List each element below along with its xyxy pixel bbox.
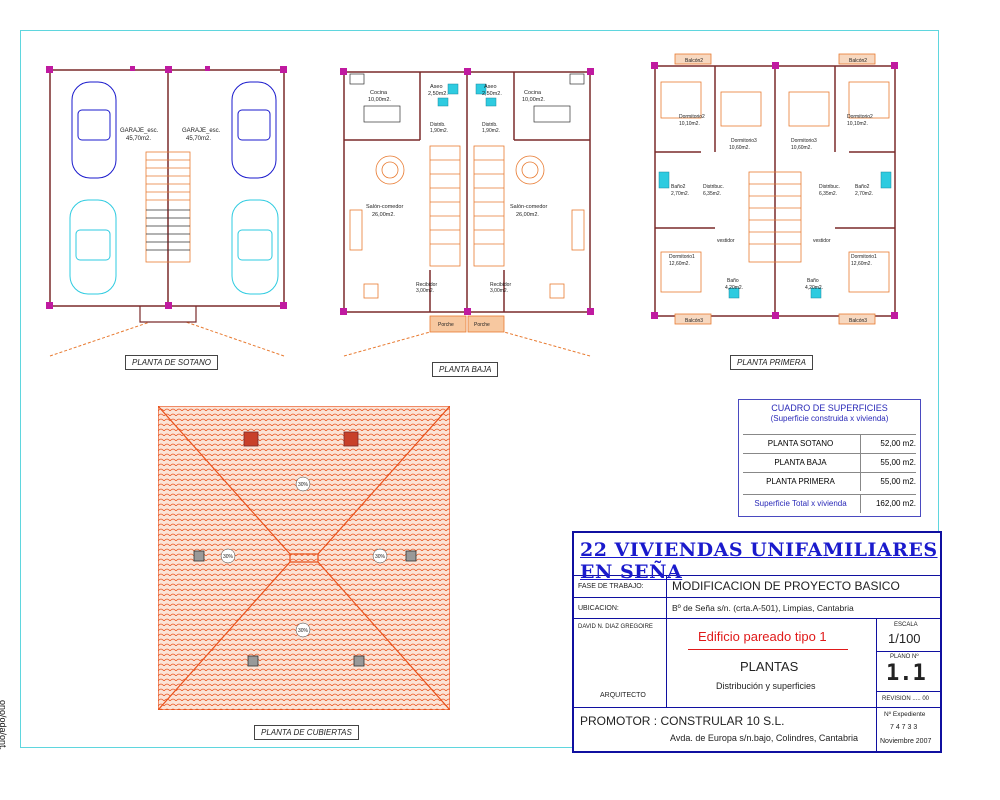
architect-label: ARQUITECTO [600,692,646,699]
ground-floor-plan: Cocina 10,00m2. Aseo 2,50m2. Aseo 2,50m2… [340,68,594,357]
svg-text:2,50m2.: 2,50m2. [482,91,502,97]
basement-plan: GARAJE_esc. 45,70m2. GARAJE_esc. 45,70m2… [46,66,287,357]
svg-text:26,00m2.: 26,00m2. [516,212,539,218]
side-text: ono/oda/ont. [0,699,9,751]
ground-porche-l: Porche [438,322,454,328]
sheet-info-row: DAVID N. DIAZ GREGOIRE ARQUITECTO Edific… [574,619,940,708]
ground-salon-l: Salón-comedor [366,204,403,210]
ground-salon-r: Salón-comedor [510,204,547,210]
promotor-row: PROMOTOR : CONSTRULAR 10 S.L. Avda. de E… [574,708,940,751]
ground-cocina-l: Cocina [370,90,388,96]
roof-plan: 30% 30% 30% 30% [158,406,450,710]
title-block: 22 VIVIENDAS UNIFAMILIARES EN SEÑA FASE … [572,531,942,753]
ubicacion-value: Bº de Seña s/n. (crta.A-501), Limpias, C… [672,603,854,613]
sheet-subtitle: Distribución y superficies [716,681,816,691]
svg-text:10,00m2.: 10,00m2. [522,97,545,103]
first-dist-r: Distribuc. [819,184,840,190]
surface-table: CUADRO DE SUPERFICIES (Superficie constr… [738,399,921,517]
svg-text:3,00m2.: 3,00m2. [490,288,508,294]
ground-distrib-l: Distrib. [430,122,446,128]
promotor: PROMOTOR : CONSTRULAR 10 S.L. [580,714,785,728]
plan-number: 1.1 [886,661,926,686]
garage-right-area: 45,70m2. [186,136,211,142]
first-balcon-tr: Balcón2 [849,58,867,64]
svg-text:6,35m2.: 6,35m2. [819,191,837,197]
svg-text:12,60m2.: 12,60m2. [851,261,872,267]
svg-text:6,35m2.: 6,35m2. [703,191,721,197]
first-balcon-bl: Balcón3 [685,318,703,324]
ground-recib-r: Recibidor [490,282,511,288]
ground-aseo-l: Aseo [430,84,443,90]
ground-cocina-r: Cocina [524,90,542,96]
svg-text:1,90m2.: 1,90m2. [430,128,448,134]
first-vestidor-l: vestidor [717,238,735,244]
first-bano-r: Baño [807,278,819,284]
garage-left-area: 45,70m2. [126,136,151,142]
expediente-value: 7 4 7 3 3 [890,724,918,731]
ground-aseo-r: Aseo [484,84,497,90]
roof-slope-top: 30% [298,482,309,488]
label-planta-cubiertas: PLANTA DE CUBIERTAS [254,725,359,740]
svg-text:10,60m2.: 10,60m2. [729,145,750,151]
building-type: Edificio pareado tipo 1 [698,629,827,644]
roof-slope-left: 30% [223,554,234,560]
svg-text:1,90m2.: 1,90m2. [482,128,500,134]
first-floor-plan: Balcón2 Balcón2 Balcón3 Balcón3 Dormitor… [651,53,898,325]
surface-table-title: CUADRO DE SUPERFICIES [771,403,888,413]
ground-porche-r: Porche [474,322,490,328]
first-dorm1-r: Dormitorio1 [851,254,877,260]
scale-value: 1/100 [888,631,921,646]
project-title-row: 22 VIVIENDAS UNIFAMILIARES EN SEÑA [574,533,940,583]
first-dist-l: Distribuc. [703,184,724,190]
ground-recib-l: Recibidor [416,282,437,288]
svg-text:26,00m2.: 26,00m2. [372,212,395,218]
svg-text:12,60m2.: 12,60m2. [669,261,690,267]
drawing-border [20,30,939,748]
surface-table-subtitle: (Superficie construida x vivienda) [770,414,889,423]
project-title: 22 VIVIENDAS UNIFAMILIARES EN SEÑA [580,539,938,583]
ground-distrib-r: Distrib. [482,122,498,128]
svg-text:3,00m2.: 3,00m2. [416,288,434,294]
first-bano-l: Baño [727,278,739,284]
label-planta-sotano: PLANTA DE SOTANO [125,355,218,370]
sheet-title: PLANTAS [740,659,799,674]
first-dorm2-r: Dormitorio2 [847,114,873,120]
garage-left-label: GARAJE_esc. [120,128,159,134]
first-dorm3-r: Dormitorio3 [791,138,817,144]
svg-text:4,20m2.: 4,20m2. [725,285,743,291]
svg-text:4,20m2.: 4,20m2. [805,285,823,291]
first-bano2-r: Baño2 [855,184,870,190]
promotor-address: Avda. de Europa s/n.bajo, Colindres, Can… [670,733,858,743]
first-dorm3-l: Dormitorio3 [731,138,757,144]
first-vestidor-r: vestidor [813,238,831,244]
label-planta-primera: PLANTA PRIMERA [730,355,813,370]
svg-text:10,10m2.: 10,10m2. [679,121,700,127]
svg-text:10,00m2.: 10,00m2. [368,97,391,103]
first-dorm1-l: Dormitorio1 [669,254,695,260]
architect-name: DAVID N. DIAZ GREGOIRE [578,624,653,630]
revision: REVISION ..... 00 [882,696,930,702]
fase-row: FASE DE TRABAJO: MODIFICACION DE PROYECT… [574,576,940,598]
fase-value: MODIFICACION DE PROYECTO BASICO [672,579,900,593]
svg-text:2,70m2.: 2,70m2. [671,191,689,197]
svg-text:10,60m2.: 10,60m2. [791,145,812,151]
date: Noviembre 2007 [880,738,932,745]
svg-text:10,10m2.: 10,10m2. [847,121,868,127]
roof-slope-bottom: 30% [298,628,309,634]
roof-slope-right: 30% [375,554,386,560]
first-dorm2-l: Dormitorio2 [679,114,705,120]
garage-right-label: GARAJE_esc. [182,128,221,134]
label-planta-baja: PLANTA BAJA [432,362,499,377]
first-bano2-l: Baño2 [671,184,686,190]
svg-text:2,50m2.: 2,50m2. [428,91,448,97]
ubicacion-row: UBICACION: Bº de Seña s/n. (crta.A-501),… [574,598,940,619]
first-balcon-tl: Balcón2 [685,58,703,64]
first-balcon-br: Balcón3 [849,318,867,324]
svg-text:2,70m2.: 2,70m2. [855,191,873,197]
